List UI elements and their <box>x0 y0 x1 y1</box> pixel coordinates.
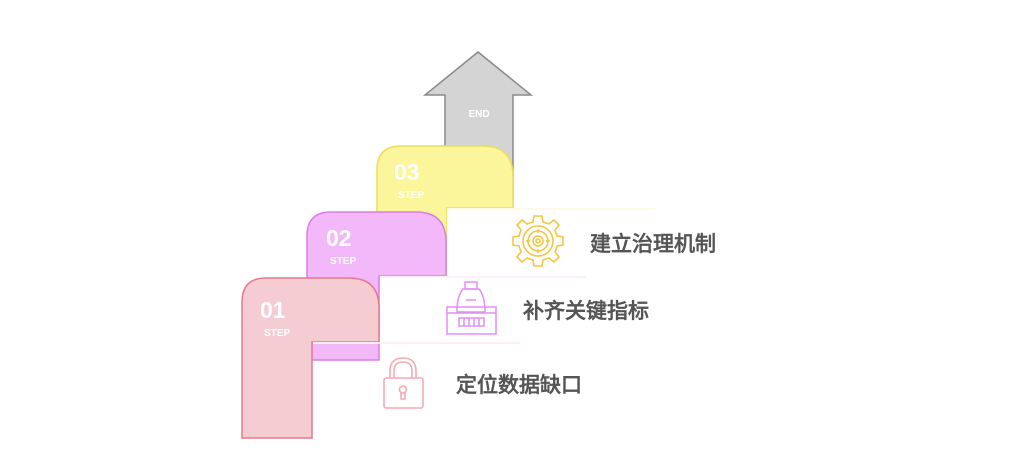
lock-icon <box>383 357 424 409</box>
step-3-number: 03 <box>394 159 420 185</box>
step-1-text: 定位数据缺口 <box>456 373 582 397</box>
building-icon <box>446 281 497 335</box>
step-3-panel <box>447 209 657 275</box>
step-3-text: 建立治理机制 <box>590 232 716 256</box>
step-1: 01 STEP <box>241 277 380 439</box>
end-label: END <box>468 109 489 120</box>
step-1-number: 01 <box>260 297 286 323</box>
step-1-step-label: STEP <box>264 328 290 339</box>
step-2-text: 补齐关键指标 <box>522 299 649 323</box>
step-3-step-label: STEP <box>398 190 424 201</box>
step-2-number: 02 <box>326 225 352 251</box>
step-2-step-label: STEP <box>330 256 356 267</box>
gear-icon <box>512 215 564 267</box>
